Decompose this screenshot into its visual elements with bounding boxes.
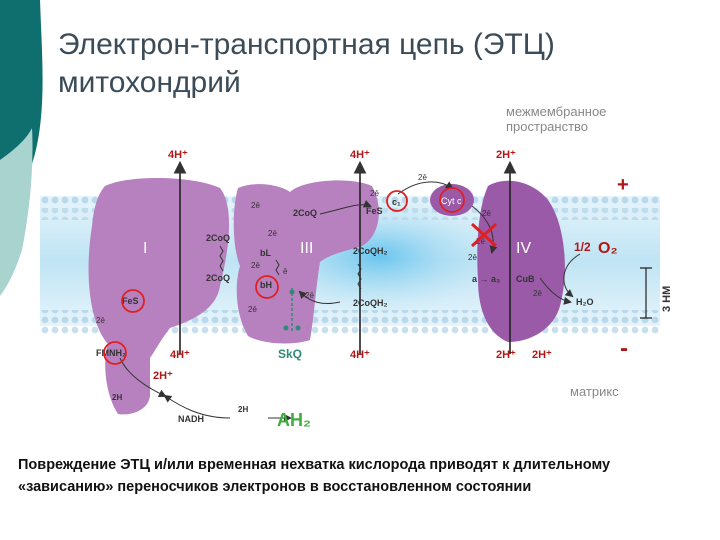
bh: bH <box>260 280 272 290</box>
highlight-bh <box>255 275 279 299</box>
flow-arrow-6 <box>298 290 341 305</box>
slide-title: Электрон-транспортная цепь (ЭТЦ) митохон… <box>58 26 698 102</box>
caption-line-2: «зависанию» переносчиков электронов в во… <box>18 479 532 495</box>
coqh2-1: 2CoQH₂ <box>353 246 388 256</box>
flow-arrow-8 <box>163 394 231 419</box>
o2: O₂ <box>598 240 618 257</box>
bl: bL <box>260 248 271 258</box>
h-top-2: 4H⁺ <box>350 149 370 161</box>
highlight-cyt-c <box>439 187 465 213</box>
h-top-3: 2H⁺ <box>496 149 516 161</box>
h-fmn: 2H⁺ <box>153 370 173 382</box>
fmnh2: FMNH₂ <box>96 348 126 358</box>
fes-i: FeS <box>122 296 139 306</box>
cyt-c-label: Cyt c <box>441 196 462 206</box>
zigzag-3 <box>275 259 280 276</box>
flow-arrow-4 <box>563 253 581 298</box>
light-teal-shape <box>0 128 33 296</box>
cub: CuB <box>516 274 535 284</box>
complex-i <box>88 177 230 415</box>
h-top-1: 4H⁺ <box>168 149 188 161</box>
skq-dot-1 <box>289 289 295 295</box>
coqh2-2: 2CoQH₂ <box>353 298 388 308</box>
complex-iii <box>233 180 379 344</box>
electron-4: 2ē <box>268 229 277 238</box>
skq-dot-2 <box>283 325 289 331</box>
highlight-fes <box>121 289 145 313</box>
complex-i-label: I <box>143 240 147 257</box>
zigzag-1 <box>219 245 224 272</box>
h-2h-nadh: 2H <box>238 405 248 414</box>
electron-2: 2ē <box>370 189 379 198</box>
cytochrome-c <box>430 184 474 216</box>
electron-11: 2ē <box>96 316 105 325</box>
h-bottom-4: 2H⁺ <box>532 349 552 361</box>
fes-iii: FeS <box>366 206 383 216</box>
coq-top: 2CoQ <box>293 208 317 218</box>
zigzag-2 <box>357 263 362 290</box>
a-a3: a → a₃ <box>472 274 500 284</box>
electron-10: 2ē <box>533 289 542 298</box>
skq-label: SkQ <box>278 347 302 361</box>
caption: Повреждение ЭТЦ и/или временная нехватка… <box>18 454 708 498</box>
coq-i-1: 2CoQ <box>206 233 230 243</box>
electron-7: 2ē <box>305 291 314 300</box>
minus-sign: - <box>620 335 628 362</box>
block-cross-icon <box>470 222 498 248</box>
caption-line-1: Повреждение ЭТЦ и/или временная нехватка… <box>18 457 611 473</box>
c1: c₁ <box>392 197 401 207</box>
h-bottom-2: 4H⁺ <box>350 349 370 361</box>
flow-arrow-1 <box>397 181 454 195</box>
highlight-fmnh2 <box>103 341 127 365</box>
h-bottom-1: 4H⁺ <box>170 349 190 361</box>
matrix-label: матрикс <box>570 384 619 399</box>
flow-arrow-5 <box>319 200 372 215</box>
thickness-label: 3 НМ <box>661 286 673 312</box>
electron-1: 2ē <box>418 173 427 182</box>
h-bottom-3: 2H⁺ <box>496 349 516 361</box>
thickness-bracket <box>640 267 652 319</box>
h2o: H₂O <box>576 297 594 307</box>
electron-8: 2ē <box>482 209 491 218</box>
h-2h-left: 2H <box>112 393 122 402</box>
complex-iv-label: IV <box>516 240 531 257</box>
skq-dot-3 <box>295 325 301 331</box>
coq-i-2: 2CoQ <box>206 273 230 283</box>
intermembrane-label-1: межмембранное <box>506 104 606 119</box>
electron-3: 2ē <box>251 201 260 210</box>
etc-diagram: межмембранное пространство I III Cyt c I… <box>40 104 673 430</box>
electron-5: 2ē <box>251 261 260 270</box>
electron-6: 2ē <box>248 305 257 314</box>
intermembrane-label-2: пространство <box>506 119 588 134</box>
electron-12: 2ē <box>476 237 485 246</box>
nadh: NADH <box>178 414 204 424</box>
plus-sign: + <box>617 174 629 196</box>
ah2: AH₂ <box>277 410 311 430</box>
half: 1/2 <box>574 240 591 254</box>
highlight-c1 <box>386 190 408 212</box>
title-line-2: митохондрий <box>58 66 241 99</box>
flow-arrow-3 <box>539 277 572 305</box>
complex-iv <box>477 180 565 342</box>
electron-13: ē <box>283 267 288 276</box>
complex-iii-label: III <box>300 240 313 257</box>
electron-9: 2ē <box>468 253 477 262</box>
slide-corner-decoration <box>0 0 43 296</box>
title-line-1: Электрон-транспортная цепь (ЭТЦ) <box>58 28 555 61</box>
